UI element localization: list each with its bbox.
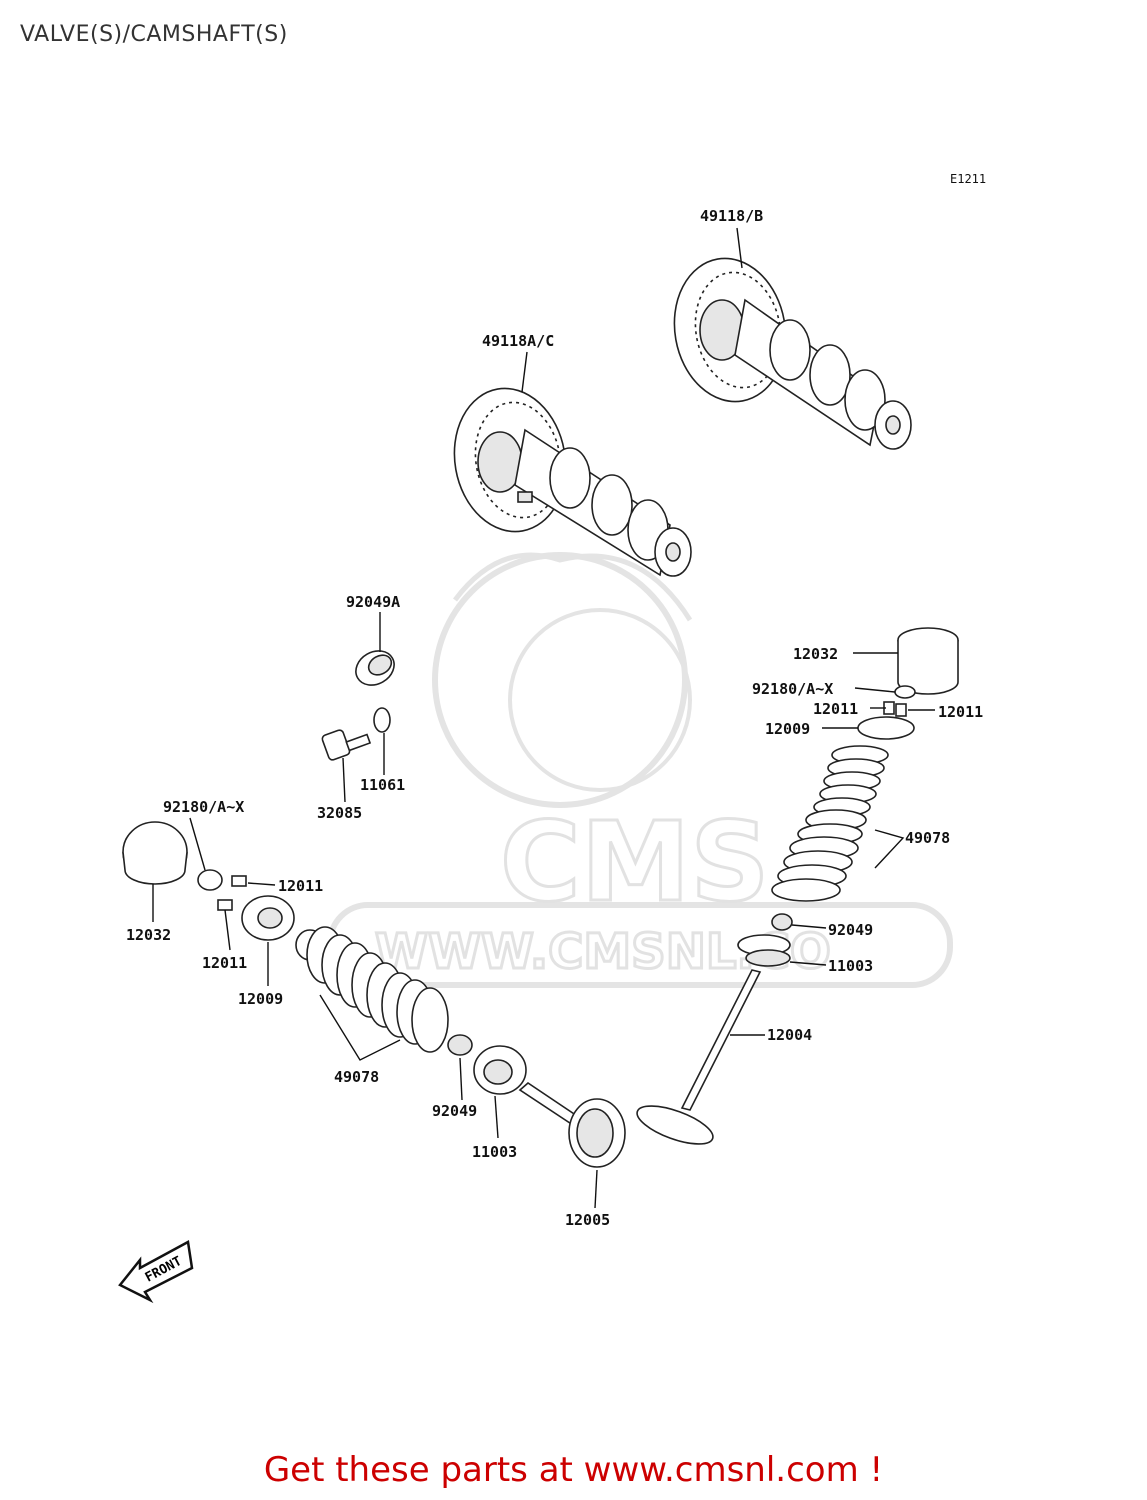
label-seal-left: 92049	[432, 1102, 477, 1120]
seat-left	[473, 1045, 527, 1095]
front-direction-arrow: FRONT	[118, 1240, 194, 1304]
label-tappet-left: 12032	[126, 926, 171, 944]
label-retainer-right: 12009	[765, 720, 810, 738]
label-shim-right: 92180/A~X	[752, 680, 833, 698]
leader-lines	[152, 227, 935, 1209]
seal-left	[447, 1034, 473, 1056]
seal-right	[771, 913, 793, 931]
label-valve-left: 12005	[565, 1211, 610, 1229]
spring-left	[295, 926, 449, 1053]
diagram-code: E1211	[950, 172, 987, 186]
valve-left	[518, 1081, 626, 1168]
label-keeper-right-l: 12011	[813, 700, 858, 718]
seat-right	[737, 934, 791, 967]
label-keeper-left-bottom: 12011	[202, 954, 247, 972]
label-spring-left: 49078	[334, 1068, 379, 1086]
page-title: VALVE(S)/CAMSHAFT(S)	[20, 22, 288, 47]
keeper-right-r	[895, 703, 907, 717]
shim-left	[197, 869, 223, 891]
shim-right	[894, 685, 916, 699]
part-labels: 49118/B 49118A/C 92049A 12032 92180/A~X …	[126, 207, 983, 1229]
label-retainer-left: 12009	[238, 990, 283, 1008]
spring-right	[771, 745, 889, 902]
tappet-left	[122, 821, 188, 885]
tappet-right	[897, 627, 959, 695]
washer	[373, 707, 391, 733]
label-seal-right: 92049	[828, 921, 873, 939]
keeper-left-top	[231, 875, 247, 887]
label-camshaft-ac: 49118A/C	[482, 332, 554, 350]
footer-link[interactable]: Get these parts at www.cmsnl.com !	[263, 1450, 884, 1490]
label-valve-right: 12004	[767, 1026, 812, 1044]
label-seat-right: 11003	[828, 957, 873, 975]
label-bearing: 92049A	[346, 593, 400, 611]
label-spring-right: 49078	[905, 829, 950, 847]
bolt	[321, 729, 372, 761]
label-seat-left: 11003	[472, 1143, 517, 1161]
label-keeper-right-r: 12011	[938, 703, 983, 721]
retainer-left	[241, 895, 295, 941]
label-tappet-right: 12032	[793, 645, 838, 663]
keeper-left-bottom	[217, 899, 233, 911]
watermark: CMS WWW.CMSNL.CO	[327, 552, 953, 988]
oil-seal-bearing	[355, 650, 395, 686]
valve-right	[636, 969, 762, 1145]
camshaft-b	[673, 257, 912, 450]
watermark-brand: CMS	[500, 798, 769, 926]
label-shim-left: 92180/A~X	[163, 798, 244, 816]
camshaft-ac	[453, 387, 692, 577]
label-keeper-left-top: 12011	[278, 877, 323, 895]
retainer-right	[857, 716, 915, 740]
label-washer: 11061	[360, 776, 405, 794]
label-bolt: 32085	[317, 804, 362, 822]
label-camshaft-b: 49118/B	[700, 207, 763, 225]
